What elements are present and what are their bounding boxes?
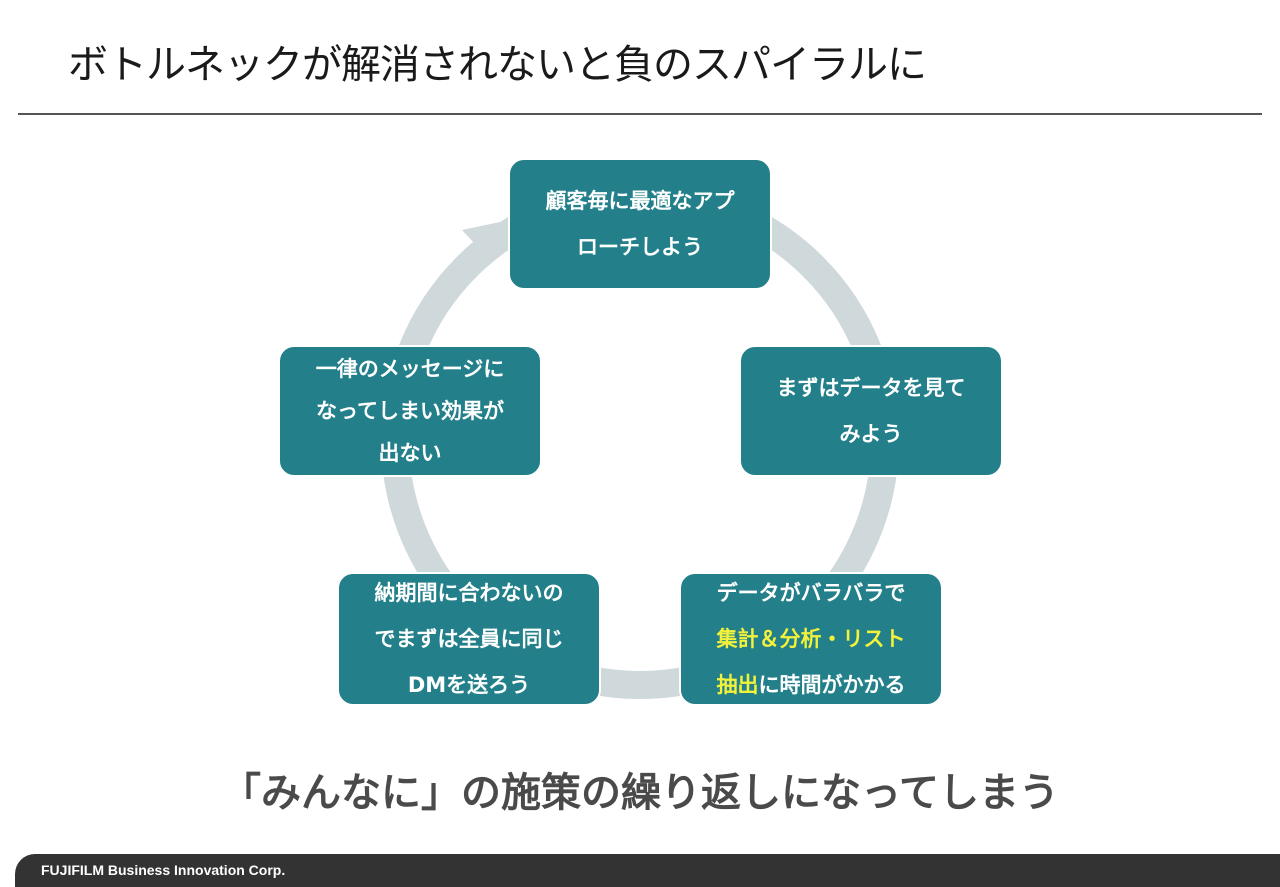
summary-text: 「みんなに」の施策の繰り返しになってしまう [221,770,1059,816]
cycle-step-2: まずはデータを見てみよう [739,345,1003,477]
cycle-step-1: 顧客毎に最適なアプローチしよう [508,158,772,290]
cycle-step-3: データがバラバラで 集計＆分析・リスト 抽出に時間がかかる [679,572,943,706]
cycle-arrow-head-icon [462,222,500,262]
slide-title: ボトルネックが解消されないと負のスパイラルに [68,42,927,88]
footer-bar: FUJIFILM Business Innovation Corp. [15,854,1280,887]
cycle-step-5: 一律のメッセージになってしまい効果が出ない [278,345,542,477]
title-divider [18,113,1262,115]
footer-company: FUJIFILM Business Innovation Corp. [41,862,286,878]
